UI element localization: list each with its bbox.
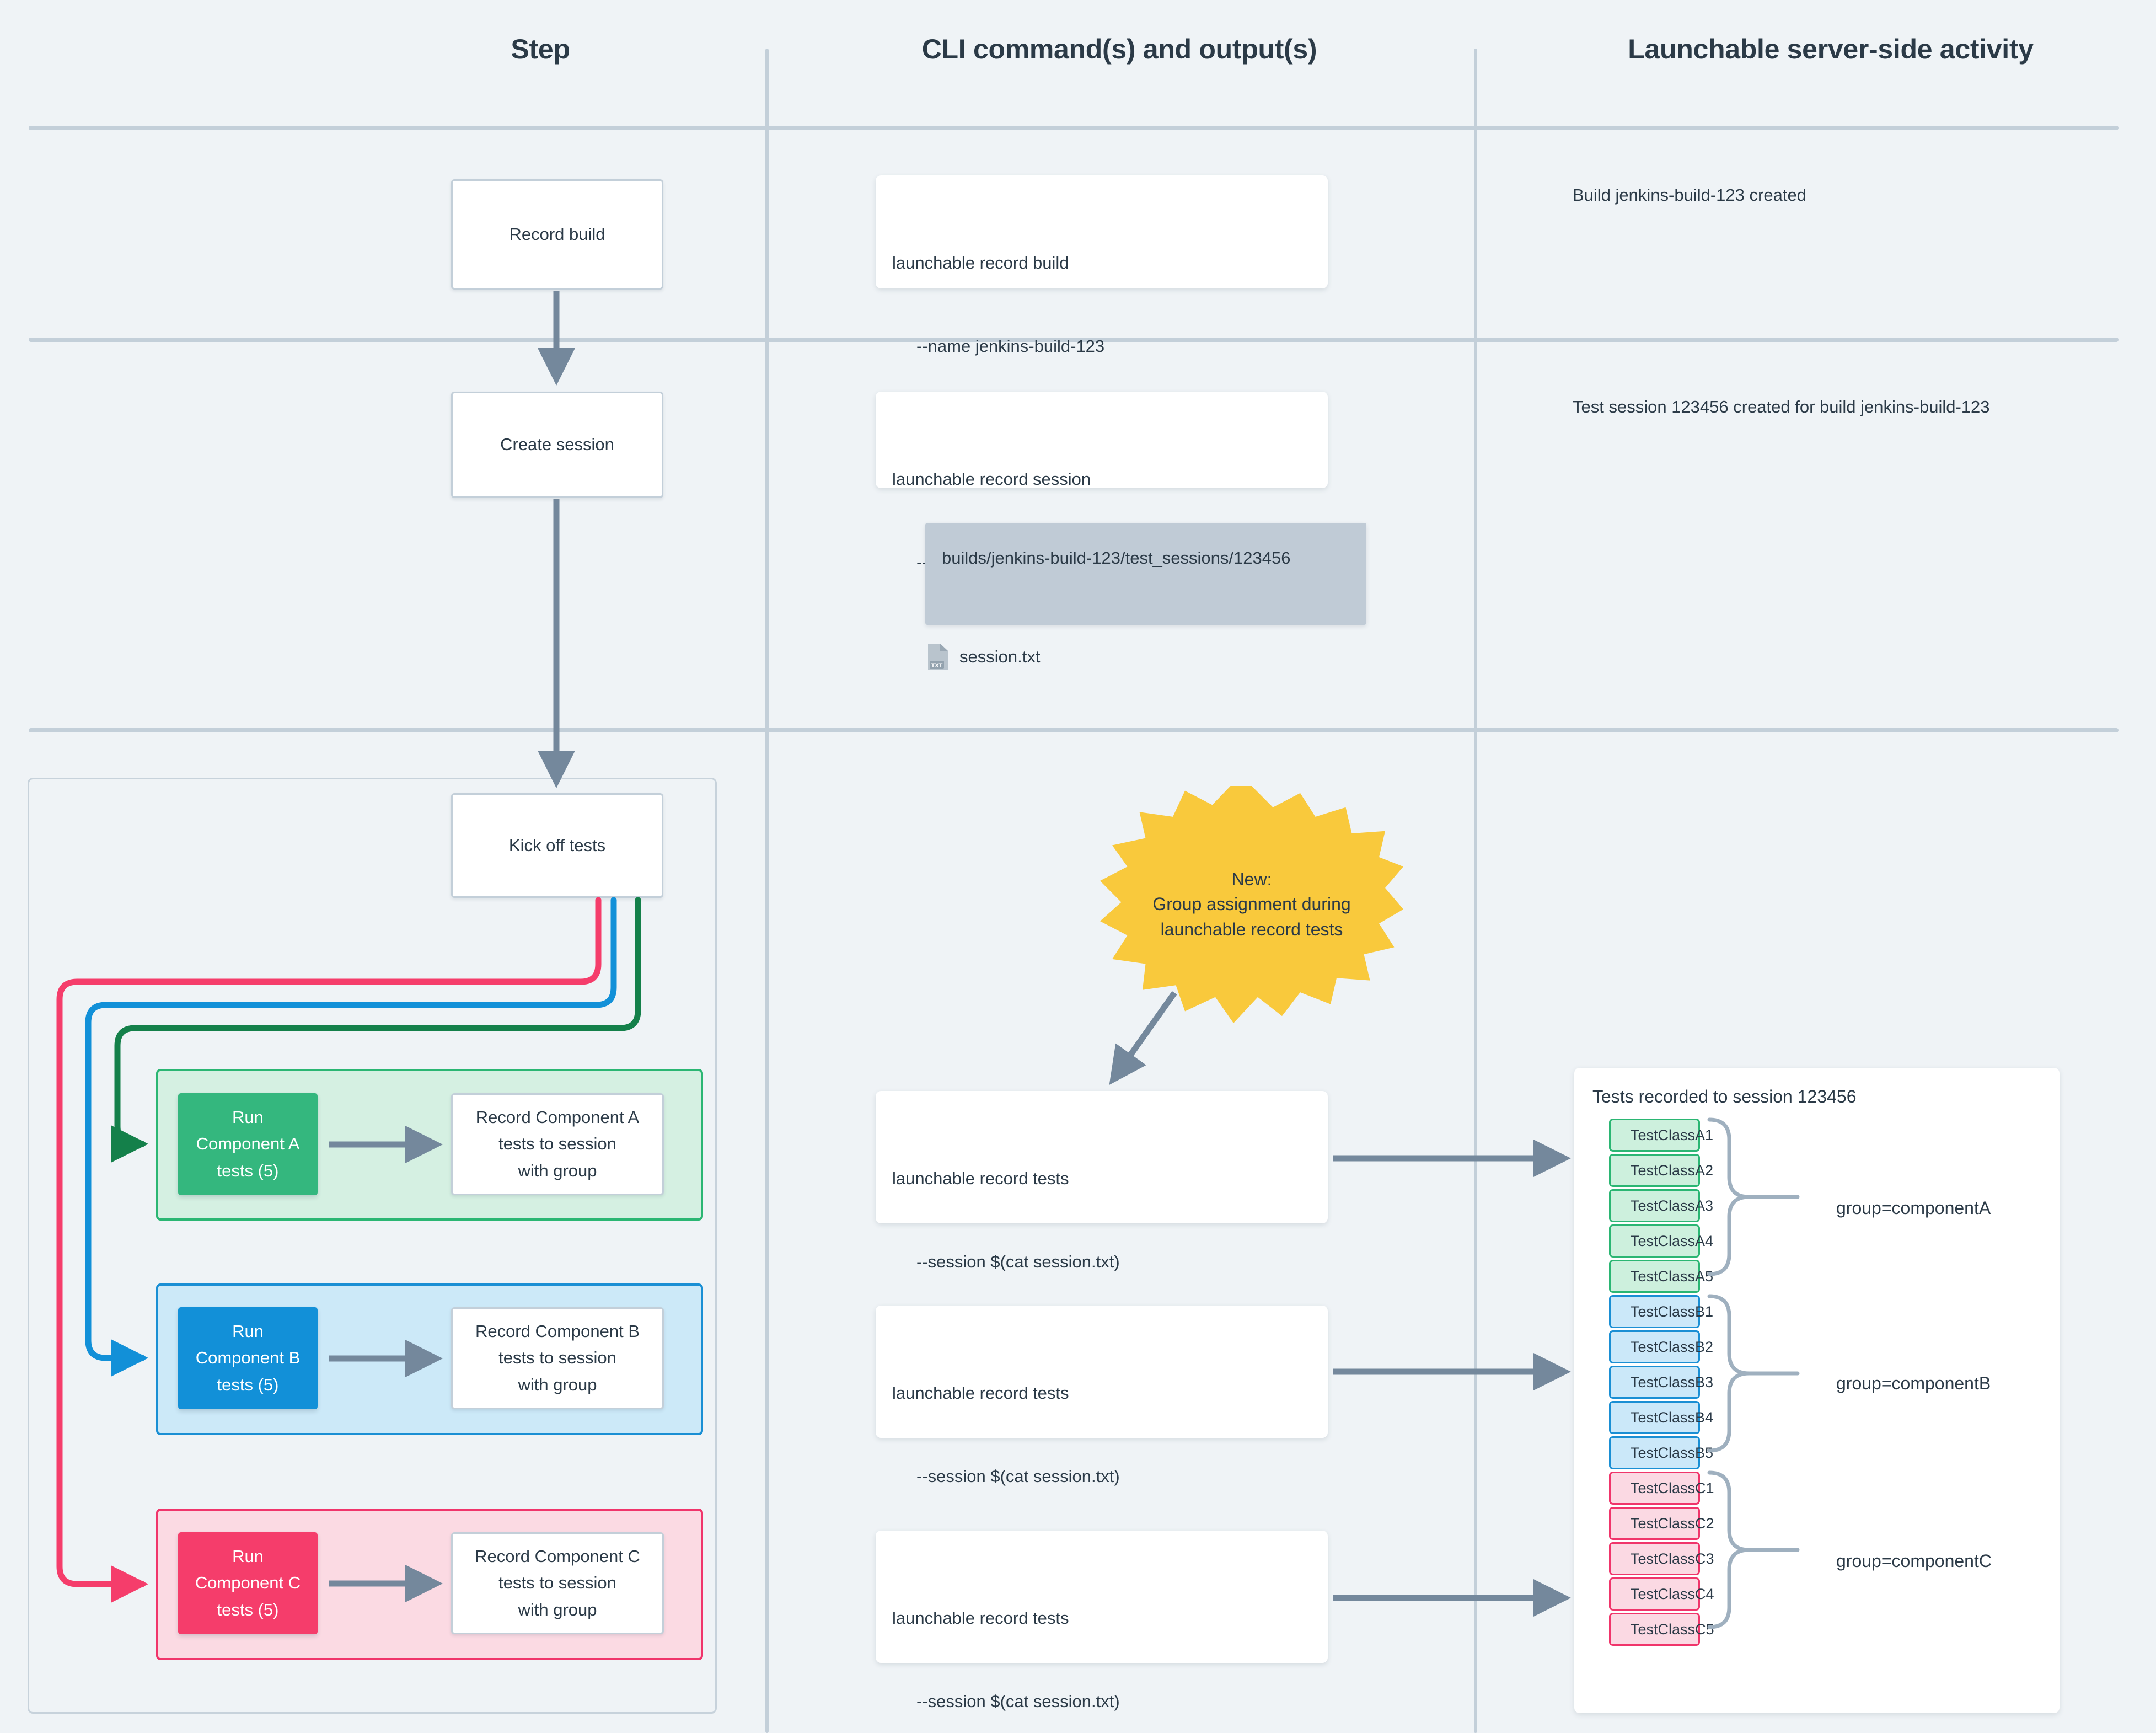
test-chip[interactable]: TestClassB2 bbox=[1609, 1330, 1713, 1363]
group-label-component-c: group=componentC bbox=[1836, 1551, 1992, 1571]
test-chip[interactable]: TestClassA2 bbox=[1609, 1154, 1713, 1187]
cli-line: launchable record tests bbox=[892, 1383, 1069, 1403]
test-phase-container bbox=[28, 778, 717, 1714]
record-box-component-c[interactable]: Record Component C tests to session with… bbox=[451, 1532, 664, 1634]
run-box-line: Component B bbox=[195, 1348, 301, 1368]
svg-text:TXT: TXT bbox=[931, 662, 943, 669]
cli-card-record-tests-b[interactable]: launchable record tests --session $(cat … bbox=[876, 1306, 1328, 1652]
record-box-line: Record Component A bbox=[475, 1108, 640, 1127]
test-chip[interactable]: TestClassA3 bbox=[1609, 1189, 1713, 1222]
cli-card-record-tests-c[interactable]: launchable record tests --session $(cat … bbox=[876, 1531, 1328, 1711]
callout-pointer-arrow bbox=[1109, 991, 1177, 1085]
record-box-line: tests to session bbox=[498, 1348, 616, 1368]
cli-line: launchable record tests bbox=[892, 1169, 1069, 1189]
callout-new-feature: New: Group assignment during launchable … bbox=[1100, 786, 1403, 1023]
cli-card-record-tests-a[interactable]: launchable record tests --session $(cat … bbox=[876, 1091, 1328, 1437]
column-header-server: Launchable server-side activity bbox=[1628, 34, 2034, 65]
test-chip[interactable]: TestClassA5 bbox=[1609, 1260, 1713, 1293]
record-box-line: Record Component B bbox=[475, 1322, 640, 1341]
record-box-line: with group bbox=[518, 1160, 597, 1180]
group-label-component-a: group=componentA bbox=[1836, 1198, 1991, 1218]
callout-line: Group assignment during bbox=[1152, 894, 1351, 914]
test-chip[interactable]: TestClassC5 bbox=[1609, 1613, 1714, 1646]
callout-line: New: bbox=[1231, 869, 1272, 889]
session-output-blob: builds/jenkins-build-123/test_sessions/1… bbox=[925, 523, 1366, 625]
cli-line: launchable record tests bbox=[892, 1608, 1069, 1628]
cli-card-record-build[interactable]: launchable record build --name jenkins-b… bbox=[876, 175, 1328, 439]
cli-line: --name jenkins-build-123 bbox=[916, 336, 1105, 356]
test-chip[interactable]: TestClassB1 bbox=[1609, 1295, 1713, 1328]
run-box-line: tests (5) bbox=[217, 1374, 279, 1394]
step-box-record-build[interactable]: Record build bbox=[451, 179, 663, 290]
callout-line: launchable record tests bbox=[1160, 919, 1343, 939]
run-box-line: Component C bbox=[195, 1573, 301, 1593]
cli-line: launchable record build bbox=[892, 253, 1069, 273]
test-chip[interactable]: TestClassC4 bbox=[1609, 1577, 1714, 1611]
test-chip[interactable]: TestClassC3 bbox=[1609, 1542, 1714, 1575]
cli-line: --session $(cat session.txt) bbox=[916, 1252, 1120, 1272]
run-box-line: Run bbox=[232, 1547, 264, 1566]
cli-card-record-session[interactable]: launchable record session --build jenkin… bbox=[876, 392, 1328, 572]
cli-line: --session $(cat session.txt) bbox=[916, 1467, 1120, 1486]
test-chip[interactable]: TestClassC1 bbox=[1609, 1472, 1714, 1505]
server-activity-record-build: Build jenkins-build-123 created bbox=[1573, 185, 1806, 205]
column-header-step: Step bbox=[511, 34, 570, 65]
row-divider-3 bbox=[29, 728, 2119, 732]
step-box-create-session[interactable]: Create session bbox=[451, 392, 663, 498]
test-chip[interactable]: TestClassB4 bbox=[1609, 1401, 1713, 1434]
row-divider-1 bbox=[29, 126, 2119, 130]
cli-line: --session $(cat session.txt) bbox=[916, 1692, 1120, 1711]
column-divider-2 bbox=[1474, 49, 1477, 1733]
run-box-line: Run bbox=[232, 1322, 264, 1341]
column-header-cli: CLI command(s) and output(s) bbox=[921, 34, 1317, 65]
group-label-component-b: group=componentB bbox=[1836, 1373, 1991, 1393]
test-chip[interactable]: TestClassA1 bbox=[1609, 1119, 1713, 1152]
step-box-kick-off-tests[interactable]: Kick off tests bbox=[451, 793, 663, 898]
test-chip[interactable]: TestClassB5 bbox=[1609, 1436, 1713, 1469]
run-box-component-a[interactable]: Run Component A tests (5) bbox=[178, 1093, 318, 1195]
run-box-component-b[interactable]: Run Component B tests (5) bbox=[178, 1307, 318, 1409]
session-file-name: session.txt bbox=[959, 647, 1041, 666]
record-box-line: tests to session bbox=[498, 1573, 616, 1593]
record-box-line: with group bbox=[518, 1374, 597, 1394]
server-activity-create-session: Test session 123456 created for build je… bbox=[1573, 397, 1990, 416]
test-chip[interactable]: TestClassA4 bbox=[1609, 1224, 1713, 1258]
txt-file-icon: TXT bbox=[926, 643, 950, 671]
recorded-tests-panel-title: Tests recorded to session 123456 bbox=[1592, 1087, 1857, 1106]
record-box-line: Record Component C bbox=[475, 1547, 640, 1566]
run-box-component-c[interactable]: Run Component C tests (5) bbox=[178, 1532, 318, 1634]
record-box-line: tests to session bbox=[498, 1134, 616, 1154]
session-file-chip[interactable]: TXT session.txt bbox=[926, 643, 1040, 671]
row-divider-2 bbox=[29, 338, 2119, 342]
cli-line: launchable record session bbox=[892, 469, 1091, 489]
test-chip[interactable]: TestClassC2 bbox=[1609, 1507, 1714, 1540]
run-box-line: tests (5) bbox=[217, 1160, 279, 1180]
test-chip[interactable]: TestClassB3 bbox=[1609, 1366, 1713, 1399]
run-box-line: Run bbox=[232, 1108, 264, 1127]
record-box-component-a[interactable]: Record Component A tests to session with… bbox=[451, 1093, 664, 1195]
column-divider-1 bbox=[765, 49, 769, 1733]
run-box-line: tests (5) bbox=[217, 1600, 279, 1619]
run-box-line: Component A bbox=[196, 1134, 300, 1154]
record-box-line: with group bbox=[518, 1600, 597, 1619]
record-box-component-b[interactable]: Record Component B tests to session with… bbox=[451, 1307, 664, 1409]
